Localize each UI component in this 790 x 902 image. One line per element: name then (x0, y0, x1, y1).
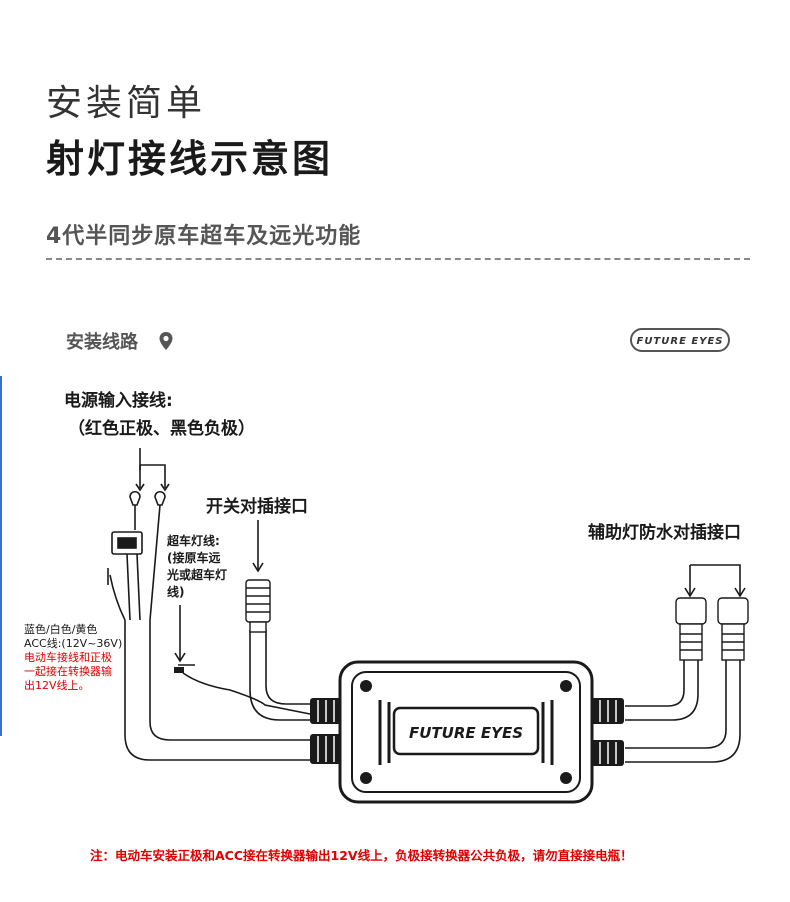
highbeam-line-3: 光或超车灯 (167, 568, 228, 582)
feature-heading: 4代半同步原车超车及远光功能 (46, 224, 362, 249)
route-label: 安装线路 (66, 332, 138, 353)
acc-wire-label: 蓝色/白色/黄色 ACC线:(12V~36V) 电动车接线和正极 一起接在转换器… (24, 623, 134, 693)
highbeam-wire-label: 超车灯线: (接原车远 光或超车灯 线) (167, 533, 247, 601)
switch-port-label: 开关对插接口 (206, 497, 308, 517)
acc-line-2: ACC线:(12V~36V) (24, 637, 123, 650)
power-input-label: 电源输入接线: (64, 391, 173, 411)
controller-box: FUTURE EYES (338, 660, 594, 804)
switch-connector (245, 579, 271, 633)
left-edge-marker (0, 376, 2, 736)
acc-note-1: 电动车接线和正极 (24, 651, 112, 664)
highbeam-line-2: (接原车远 (167, 551, 221, 565)
aux-port-label: 辅助灯防水对插接口 (588, 523, 741, 543)
acc-line-1: 蓝色/白色/黄色 (24, 623, 98, 636)
dashed-divider (46, 258, 750, 260)
ring-terminals (129, 490, 166, 506)
acc-note-2: 一起接在转换器输 (24, 665, 112, 678)
brand-badge: FUTURE EYES (630, 328, 730, 352)
page-subtitle: 安装简单 (46, 83, 207, 124)
highbeam-wire-tip (174, 667, 184, 673)
acc-note-3: 出12V线上。 (24, 679, 90, 692)
page-title: 射灯接线示意图 (46, 137, 334, 181)
device-brand: FUTURE EYES (409, 724, 523, 742)
aux-connectors (675, 597, 749, 661)
highbeam-line-4: 线) (167, 585, 185, 599)
location-pin-icon (159, 332, 173, 350)
fuse-holder (111, 531, 143, 555)
highbeam-line-1: 超车灯线: (167, 534, 220, 548)
power-polarity-label: （红色正极、黑色负极） (68, 419, 255, 439)
footer-warning: 注：电动车安装正极和ACC接在转换器输出12V线上，负极接转换器公共负极，请勿直… (90, 848, 633, 863)
